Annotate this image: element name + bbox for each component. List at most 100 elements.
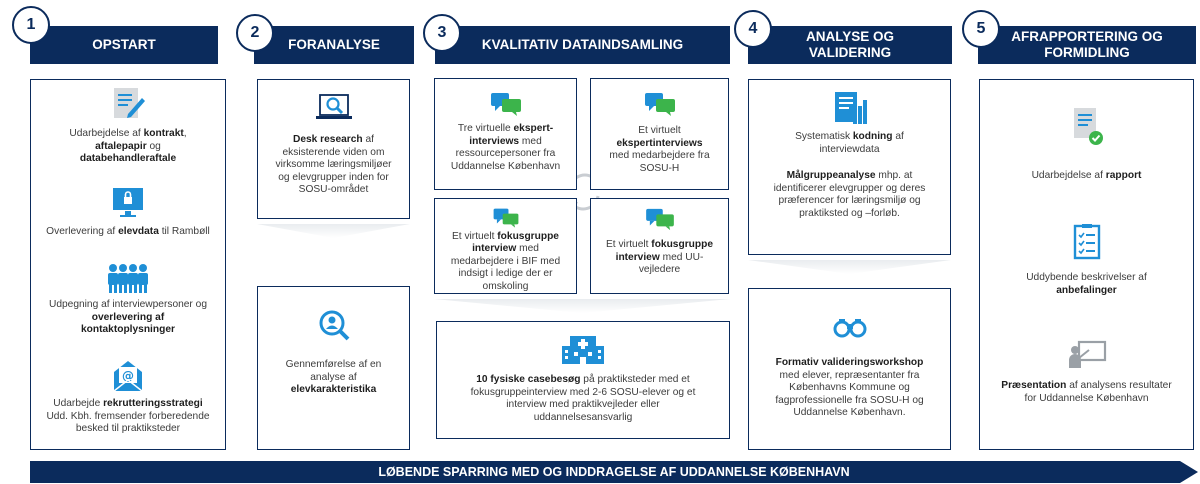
focus-bif-text-1: Et virtuelt	[451, 230, 498, 242]
anbefalinger-text-1: Uddybende beskrivelser af	[1026, 272, 1147, 283]
kodning-text-1: Systematisk	[795, 131, 853, 142]
phase-2-title: FORANALYSE	[288, 37, 380, 52]
recruit-text-3: besked til praktiksteder	[75, 423, 181, 434]
malgruppe-bold-1: Målgruppeanalyse	[786, 170, 876, 181]
desk-text-2: eksisterende viden om	[282, 146, 385, 158]
monitor-lock-icon	[113, 188, 143, 217]
phase-5-header: AFRAPPORTERING OG FORMIDLING	[978, 26, 1196, 64]
hospital-icon	[562, 336, 604, 364]
expert-sosu-text-3: SOSU-H	[639, 162, 680, 174]
workshop-bold-1: Formativ valideringsworkshop	[775, 357, 924, 368]
phase-4-title-line2: VALIDERING	[808, 45, 892, 60]
rapport-text-1: Udarbejdelse af	[1031, 170, 1106, 181]
contract-text-2: ,	[183, 128, 187, 139]
kodning-bold-1: kodning	[852, 131, 893, 142]
focus-uu-bold-1: fokusgruppe	[651, 239, 713, 250]
kodning-shadow	[748, 260, 951, 274]
casebesog-text-1: på praktiksteder med et	[580, 374, 690, 385]
chat-bubbles-icon	[490, 93, 521, 116]
phase-1-header: OPSTART	[30, 26, 218, 64]
contract-text-1: Udarbejdelse af	[69, 128, 144, 139]
malgruppe-text-2: identificerer elevgrupper og deres	[773, 182, 926, 194]
svg-text:@: @	[122, 369, 134, 383]
casebesog-text-3: interview med praktikvejleder eller	[506, 399, 660, 410]
elev-text-1: Gennemførelse af en	[285, 359, 382, 370]
casebesog-bold-1: 10 fysiske casebesøg	[476, 374, 581, 385]
focus-bif-bold-2: interview	[472, 243, 517, 254]
presentation-board-icon	[1068, 340, 1106, 368]
expert-sosu-box: Et virtuelt ekspertinterviews med medarb…	[590, 78, 729, 190]
presentation-bold-1: Præsentation	[1001, 380, 1067, 391]
chat-bubbles-icon	[645, 208, 674, 231]
kodning-text-2: af	[892, 131, 904, 142]
focus-bif-text-2: med	[516, 243, 539, 254]
desk-text-1: af	[362, 134, 374, 145]
kodning-box: Systematisk kodning af interviewdata Mål…	[748, 79, 951, 255]
document-check-icon	[1073, 108, 1103, 145]
user-search-icon	[319, 310, 349, 341]
desk-text-4: og elevgrupper inden for	[278, 171, 389, 183]
opstart-interview-item: Udpegning af interviewpersoner og overle…	[32, 262, 224, 337]
expert-udd-bold-2: interviews	[469, 135, 520, 147]
desk-research-box: Desk research af eksisterende viden om v…	[257, 79, 410, 219]
checklist-icon	[1073, 224, 1100, 260]
report-chart-icon	[834, 92, 867, 124]
expert-sosu-text-1: Et virtuelt	[638, 125, 681, 136]
focus-bif-box: Et virtuelt fokusgruppe interview med me…	[434, 198, 577, 294]
phase-4-number: 4	[734, 10, 772, 48]
interview-text-1: Udpegning af interviewpersoner og	[48, 299, 207, 310]
interview-bold-2: kontaktoplysninger	[81, 324, 175, 335]
expert-uddannelse-box: Tre virtuelle ekspert- interviews med re…	[434, 78, 577, 190]
presentation-item: Præsentation af analysens resultater for…	[981, 340, 1192, 405]
focus-uu-text-2: med UU-	[659, 251, 704, 263]
recruit-text-1: Udarbejde	[53, 398, 104, 409]
phase-3-title: KVALITATIV DATAINDSAMLING	[481, 37, 684, 52]
elev-text-2: analyse af	[310, 371, 357, 383]
focus-bif-bold-1: fokusgruppe	[497, 230, 559, 242]
opstart-elevdata-item: Overlevering af elevdata til Rambøll	[32, 186, 224, 239]
elevkarakteristika-box: Gennemførelse af en analyse af elevkarak…	[257, 286, 410, 450]
expert-udd-text-2: med	[519, 135, 542, 147]
phase-1-title: OPSTART	[92, 37, 156, 52]
afrapportering-panel	[979, 79, 1194, 450]
elevdata-bold-1: elevdata	[118, 226, 159, 237]
workshop-box: Formativ valideringsworkshop med elever,…	[748, 288, 951, 450]
malgruppe-text-1: mhp. at	[875, 170, 913, 181]
workshop-text-4: Uddannelse København.	[793, 407, 906, 418]
expert-udd-text-3: ressourcepersoner fra	[455, 148, 556, 159]
expert-sosu-bold-1: ekspertinterviews	[616, 137, 703, 149]
focus-bif-text-5: omskoling	[482, 280, 529, 292]
interview-bold-1: overlevering af	[91, 311, 165, 323]
footer-banner: LØBENDE SPARRING MED OG INDDRAGELSE AF U…	[30, 461, 1198, 483]
phase-2-number: 2	[236, 14, 274, 52]
envelope-at-icon: @	[113, 361, 143, 392]
malgruppe-text-4: praktiksted og –forløb.	[799, 207, 900, 219]
focus-uu-box: Et virtuelt fokusgruppe interview med UU…	[590, 198, 729, 294]
expert-udd-text-1: Tre virtuelle	[457, 123, 514, 134]
elevdata-text-2: til Rambøll	[158, 226, 210, 237]
casebesog-box: 10 fysiske casebesøg på praktiksteder me…	[436, 321, 730, 439]
phase-4-title-line1: ANALYSE OG	[805, 29, 895, 44]
binoculars-icon	[833, 319, 866, 338]
elevdata-text-1: Overlevering af	[46, 226, 119, 237]
chat-bubbles-icon	[644, 93, 675, 116]
anbefalinger-item: Uddybende beskrivelser af anbefalinger	[981, 224, 1192, 297]
desk-bold-1: Desk research	[292, 134, 363, 145]
focus-bif-text-4: indsigt i ledige der er	[458, 268, 553, 279]
phase-1-number: 1	[12, 6, 50, 44]
magnifier-screen-icon	[315, 94, 352, 119]
casebesog-text-2: fokusgruppeinterview med 2-6 SOSU-elever…	[470, 386, 696, 398]
workshop-text-3: fagprofessionelle fra SOSU-H og	[775, 394, 924, 406]
expert-sosu-text-2: med medarbejdere fra	[609, 150, 710, 161]
rapport-bold-1: rapport	[1105, 170, 1142, 181]
phase-4-header: ANALYSE OG VALIDERING	[748, 26, 952, 64]
presentation-text-1: af analysens resultater	[1066, 380, 1172, 391]
rapport-item: Udarbejdelse af rapport	[981, 106, 1192, 183]
chat-bubbles-icon	[493, 208, 518, 228]
recruit-text-2: Udd. Kbh. fremsender forberedende	[46, 410, 210, 422]
expert-udd-bold-1: ekspert-	[513, 123, 554, 134]
opstart-recruit-item: @ Udarbejde rekrutteringsstrategi Udd. K…	[32, 358, 224, 436]
recruit-bold-1: rekrutteringsstrategi	[103, 398, 203, 409]
focus-uu-text-3: vejledere	[638, 264, 681, 275]
phase-5-title-line1: AFRAPPORTERING OG	[1011, 29, 1163, 44]
